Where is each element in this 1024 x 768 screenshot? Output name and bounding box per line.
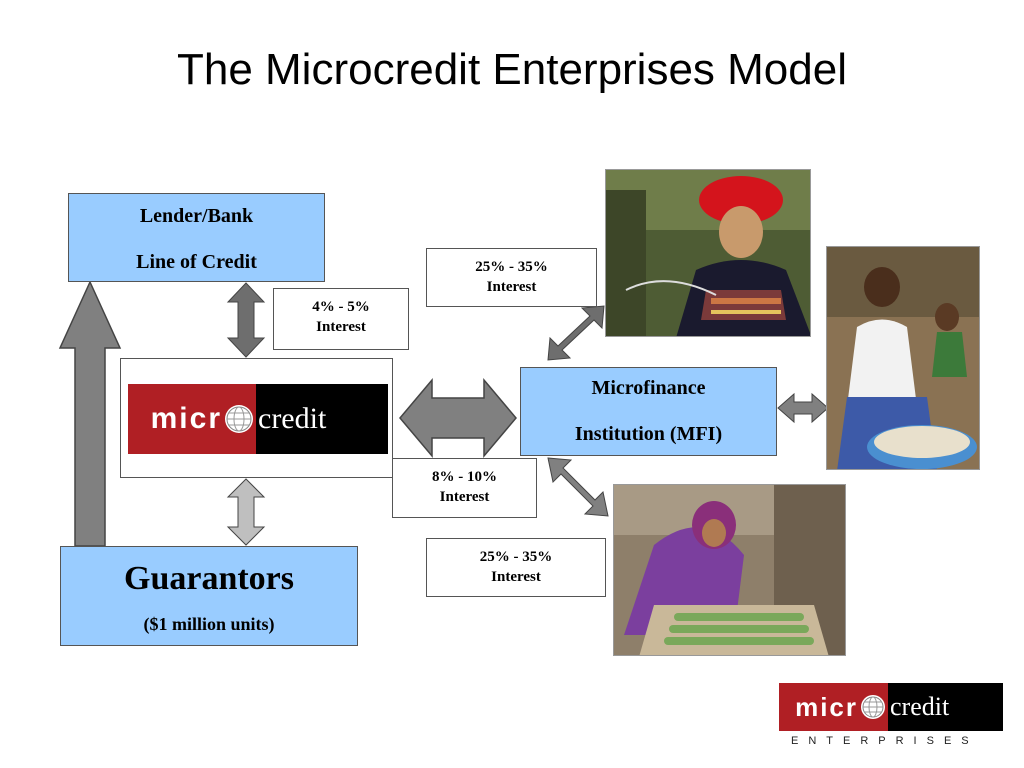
mfi-interest-word: Interest xyxy=(439,489,490,505)
logo-text-micr: micr xyxy=(150,402,222,435)
line-of-credit-label: Line of Credit xyxy=(136,251,257,273)
brand-globe-icon xyxy=(861,695,886,719)
mfi-box: Microfinance Institution (MFI) xyxy=(520,367,777,456)
mfi-interest-label: 8% - 10% Interest xyxy=(392,458,537,518)
lender-interest-rate: 4% - 5% xyxy=(312,299,370,315)
borrower-bottom-interest-word: Interest xyxy=(491,569,541,585)
borrower-top-interest-rate: 25% - 35% xyxy=(475,259,548,275)
borrower-bottom-interest-label: 25% - 35% Interest xyxy=(426,538,606,597)
guarantors-title: Guarantors xyxy=(124,560,294,597)
borrower-top-interest-word: Interest xyxy=(486,279,537,295)
logo-text-credit: credit xyxy=(258,402,327,435)
photo-girl-rice-bowl xyxy=(826,246,980,470)
guarantors-box: Guarantors ($1 million units) xyxy=(60,546,358,646)
lender-microcredit-arrow xyxy=(226,282,266,358)
brand-logo-text-micr: micr xyxy=(795,691,859,722)
mfi-right-photo-arrow xyxy=(777,392,829,424)
microcredit-mfi-arrow xyxy=(399,377,517,459)
mfi-label-line1: Microfinance xyxy=(591,377,706,399)
globe-icon xyxy=(225,405,253,433)
brand-logo: micr credit ENTERPRISES xyxy=(779,683,1003,753)
mfi-top-photo-arrow xyxy=(547,305,605,361)
microcredit-logo: micr credit xyxy=(128,384,388,454)
lender-interest-label: 4% - 5% Interest xyxy=(273,288,409,350)
microcredit-guarantors-arrow xyxy=(226,478,266,546)
microcredit-logo-frame: micr credit xyxy=(120,358,393,478)
guarantors-subtitle: ($1 million units) xyxy=(143,614,275,634)
borrower-bottom-interest-rate: 25% - 35% xyxy=(479,549,553,565)
lender-bank-label: Lender/Bank xyxy=(139,205,254,227)
mfi-label-line2: Institution (MFI) xyxy=(574,423,723,445)
photo-woman-weaving xyxy=(605,169,811,337)
lender-interest-word: Interest xyxy=(316,319,366,335)
slide-title: The Microcredit Enterprises Model xyxy=(176,45,847,94)
mfi-bottom-photo-arrow xyxy=(547,457,609,517)
mfi-interest-rate: 8% - 10% xyxy=(432,469,497,485)
photo-woman-bangles xyxy=(613,484,846,656)
lender-bank-box: Lender/Bank Line of Credit xyxy=(68,193,325,282)
borrower-top-interest-label: 25% - 35% Interest xyxy=(426,248,597,307)
guarantors-to-lender-arrow xyxy=(58,280,122,547)
brand-logo-subtitle: ENTERPRISES xyxy=(791,735,979,747)
brand-logo-text-credit: credit xyxy=(890,692,950,721)
